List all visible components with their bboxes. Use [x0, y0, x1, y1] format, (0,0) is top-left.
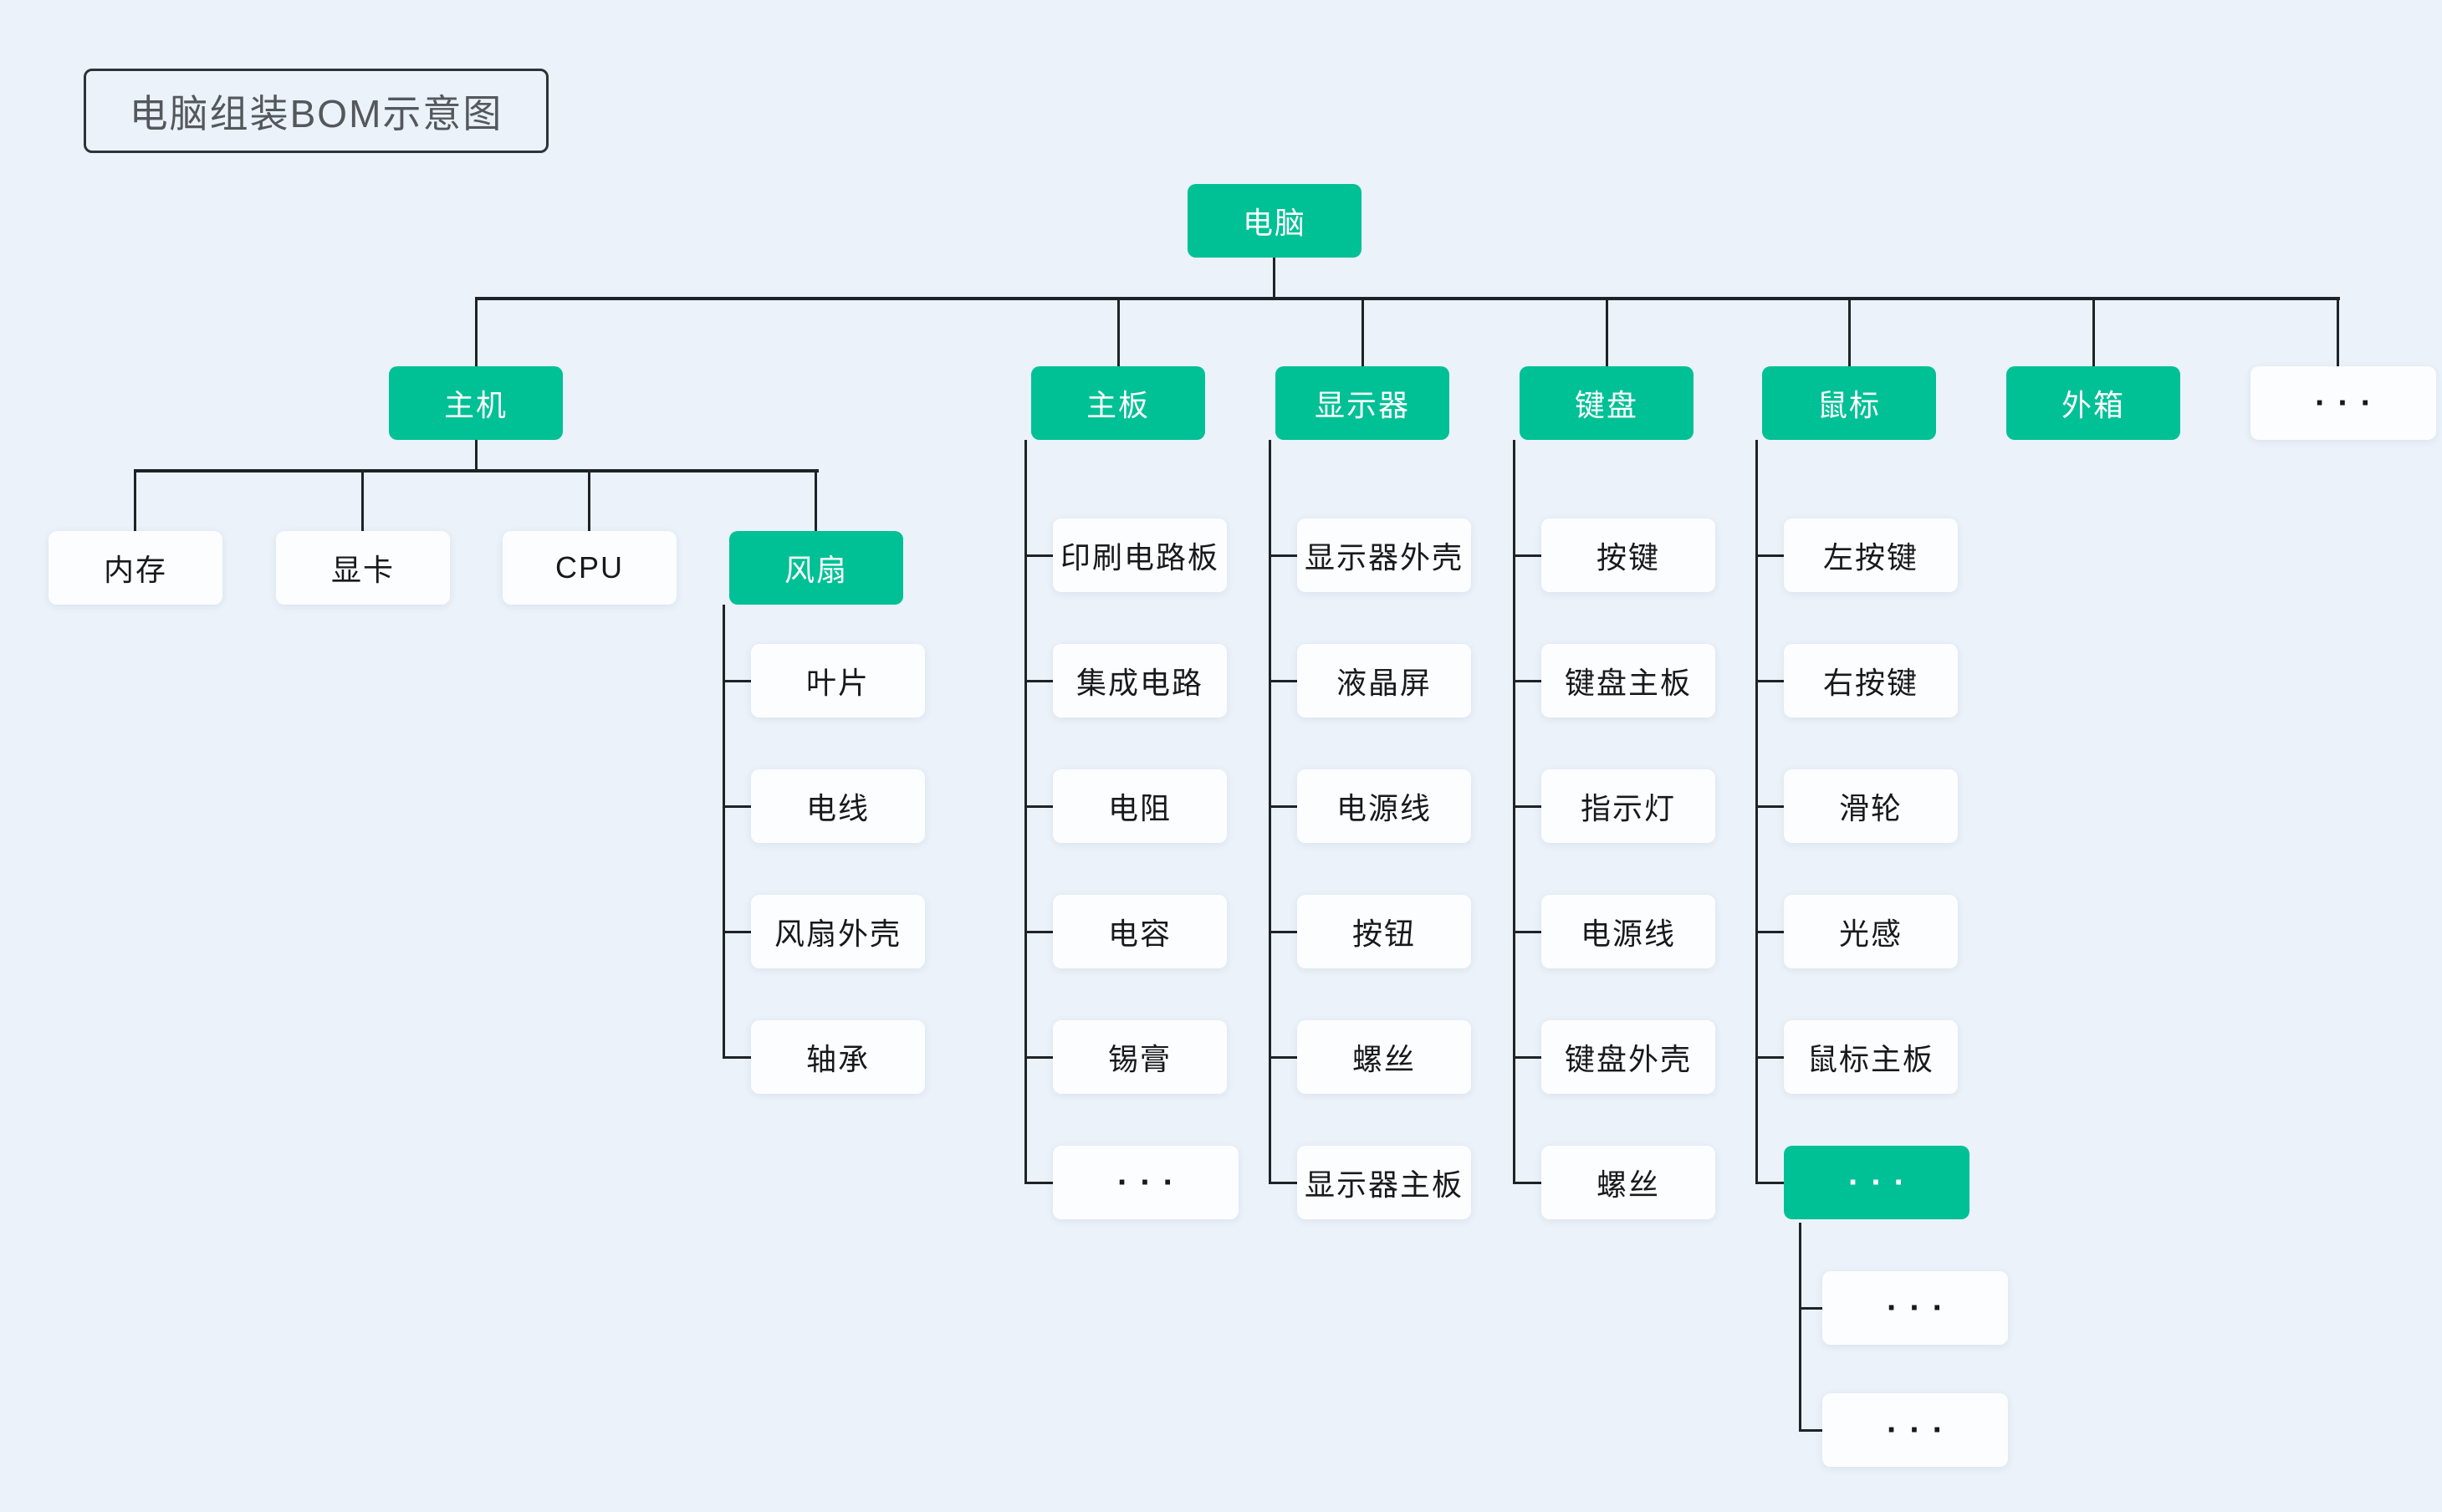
connector-mainboard-stub	[1024, 931, 1053, 933]
node-capacitor: 电容	[1053, 895, 1227, 968]
connector-monitor-stub	[1269, 680, 1297, 682]
connector-mouse-stub	[1755, 1182, 1784, 1184]
connector-mainboard-stub	[1024, 1056, 1053, 1059]
connector-drop-host	[475, 299, 478, 366]
node-fan-wire: 电线	[751, 769, 925, 843]
connector-drop-level2-more	[2337, 299, 2339, 366]
connector-fan-stub	[723, 931, 751, 933]
connector-fan-trunk	[723, 605, 725, 1059]
connector-keyboard-stub	[1513, 680, 1541, 682]
node-pcb: 印刷电路板	[1053, 518, 1227, 592]
connector-keyboard-stub	[1513, 554, 1541, 557]
connector-fan-stub	[723, 805, 751, 808]
node-keyboard-power-cable: 电源线	[1541, 895, 1715, 968]
node-keycap: 按键	[1541, 518, 1715, 592]
connector-mainboard-stub	[1024, 554, 1053, 557]
node-computer: 电脑	[1188, 184, 1361, 258]
connector-mainboard-stub	[1024, 805, 1053, 808]
connector-mouse-stub	[1755, 931, 1784, 933]
node-level2-more: ···	[2250, 366, 2436, 440]
node-fan: 风扇	[729, 531, 903, 605]
node-fan-blade: 叶片	[751, 644, 925, 718]
connector-mouse-more-stub	[1799, 1429, 1822, 1432]
node-mouse-more: ···	[1784, 1146, 1969, 1219]
connector-mouse-more-stub	[1799, 1307, 1822, 1310]
node-mainboard: 主板	[1031, 366, 1205, 440]
node-keyboard: 键盘	[1520, 366, 1694, 440]
node-cpu: CPU	[503, 531, 677, 605]
connector-drop-memory	[134, 471, 136, 531]
connector-level2-bus	[475, 297, 2340, 300]
node-host: 主机	[389, 366, 563, 440]
diagram-title-box: 电脑组装BOM示意图	[84, 69, 549, 153]
connector-mouse-more-trunk	[1799, 1223, 1801, 1432]
connector-keyboard-stub	[1513, 1056, 1541, 1059]
connector-monitor-stub	[1269, 554, 1297, 557]
connector-monitor-stub	[1269, 1182, 1297, 1184]
connector-drop-cpu	[588, 471, 590, 531]
diagram-title: 电脑组装BOM示意图	[129, 91, 503, 135]
connector-mainboard-trunk	[1024, 440, 1027, 1184]
node-right-button: 右按键	[1784, 644, 1958, 718]
node-monitor-mainboard: 显示器主板	[1297, 1146, 1471, 1219]
connector-mouse-stub	[1755, 680, 1784, 682]
connector-mainboard-stub	[1024, 680, 1053, 682]
node-monitor-button: 按钮	[1297, 895, 1471, 968]
node-more-1: ···	[1822, 1271, 2008, 1345]
node-ic: 集成电路	[1053, 644, 1227, 718]
connector-drop-monitor	[1361, 299, 1364, 366]
node-indicator-light: 指示灯	[1541, 769, 1715, 843]
node-mainboard-more: ···	[1053, 1146, 1239, 1219]
connector-mouse-stub	[1755, 805, 1784, 808]
node-optical-sensor: 光感	[1784, 895, 1958, 968]
connector-keyboard-stub	[1513, 805, 1541, 808]
connector-mouse-stub	[1755, 554, 1784, 557]
connector-mouse-trunk	[1755, 440, 1758, 1184]
connector-drop-mainboard	[1117, 299, 1120, 366]
connector-mainboard-stub	[1024, 1182, 1053, 1184]
connector-root-vertical	[1273, 256, 1275, 299]
node-left-button: 左按键	[1784, 518, 1958, 592]
node-fan-shell: 风扇外壳	[751, 895, 925, 968]
connector-mouse-stub	[1755, 1056, 1784, 1059]
connector-monitor-stub	[1269, 805, 1297, 808]
node-outer-box: 外箱	[2006, 366, 2180, 440]
connector-drop-outer-box	[2092, 299, 2095, 366]
connector-drop-gpu	[361, 471, 364, 531]
node-monitor-power-cable: 电源线	[1297, 769, 1471, 843]
node-monitor-shell: 显示器外壳	[1297, 518, 1471, 592]
connector-drop-fan	[815, 471, 817, 531]
node-mouse: 鼠标	[1762, 366, 1936, 440]
node-monitor-screw: 螺丝	[1297, 1020, 1471, 1094]
node-keyboard-shell: 键盘外壳	[1541, 1020, 1715, 1094]
connector-monitor-stub	[1269, 1056, 1297, 1059]
node-memory: 内存	[49, 531, 222, 605]
node-mouse-mainboard: 鼠标主板	[1784, 1020, 1958, 1094]
connector-monitor-trunk	[1269, 440, 1271, 1184]
node-lcd-screen: 液晶屏	[1297, 644, 1471, 718]
connector-fan-stub	[723, 1056, 751, 1059]
connector-drop-mouse	[1848, 299, 1851, 366]
node-fan-bearing: 轴承	[751, 1020, 925, 1094]
node-gpu: 显卡	[276, 531, 450, 605]
node-keyboard-screw: 螺丝	[1541, 1146, 1715, 1219]
node-monitor: 显示器	[1275, 366, 1449, 440]
connector-host-vertical	[475, 440, 478, 472]
node-scroll-wheel: 滑轮	[1784, 769, 1958, 843]
node-more-2: ···	[1822, 1393, 2008, 1467]
connector-keyboard-trunk	[1513, 440, 1515, 1184]
node-solder-paste: 锡膏	[1053, 1020, 1227, 1094]
connector-monitor-stub	[1269, 931, 1297, 933]
connector-host-bus	[134, 469, 819, 472]
connector-fan-stub	[723, 680, 751, 682]
node-keyboard-mainboard: 键盘主板	[1541, 644, 1715, 718]
connector-keyboard-stub	[1513, 931, 1541, 933]
node-resistor: 电阻	[1053, 769, 1227, 843]
connector-keyboard-stub	[1513, 1182, 1541, 1184]
connector-drop-keyboard	[1606, 299, 1608, 366]
